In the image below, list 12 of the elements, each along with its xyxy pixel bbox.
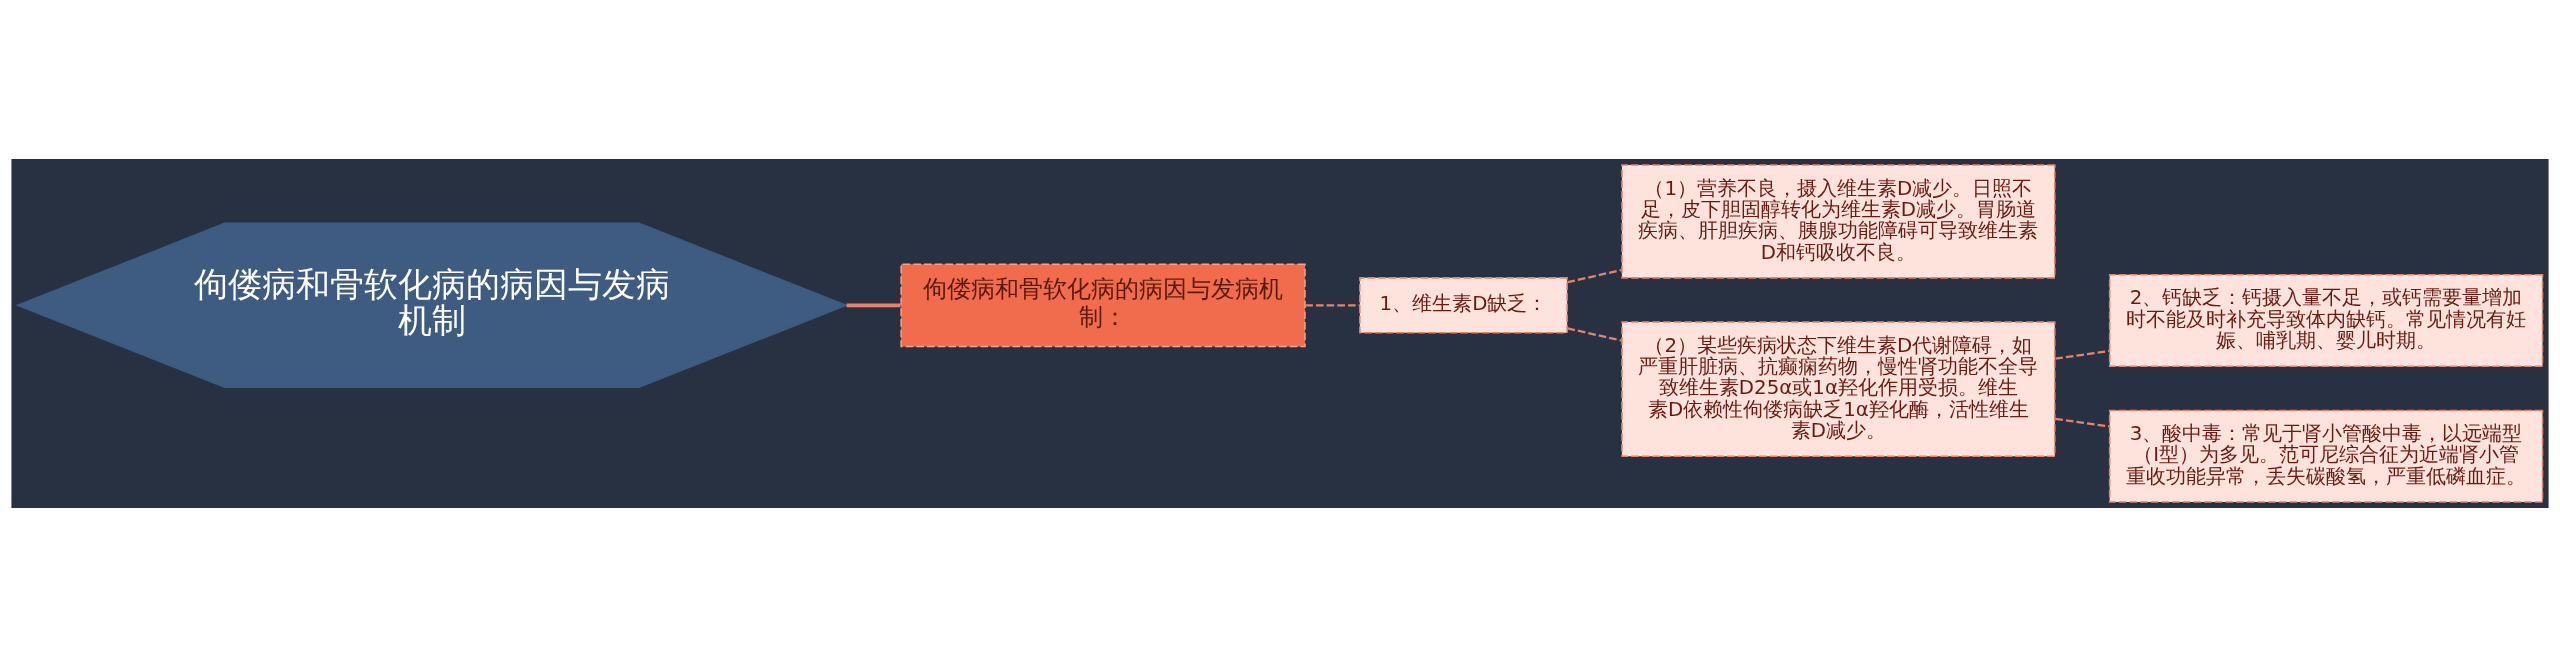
connector — [2055, 417, 2110, 428]
connector — [846, 302, 901, 307]
connector — [1305, 303, 1360, 306]
node-box: （1）营养不良，摄入维生素D减少。日照不足，皮下胆固醇转化为维生素D减少。胃肠道疾病、肝胆疾病、胰腺功能障碍可导致维生素D和钙吸收不良。 — [1621, 163, 2056, 279]
node-box: 1、维生素D缺乏： — [1359, 276, 1568, 333]
node-box: 2、钙缺乏：钙摄入量不足，或钙需要量增加时不能及时补充导致体内缺钙。常见情况有妊娠、哺乳期、婴儿时期。 — [2108, 273, 2544, 367]
node-box: （2）某些疾病状态下维生素D代谢障碍，如严重肝脏病、抗癫痫药物，慢性肾功能不全导致维生素D25α或1α羟化作用受损。维生素D依赖性佝偻病缺乏1α羟化酶，活性维生素D减少。 — [1621, 320, 2056, 457]
node-box: 3、酸中毒：常见于肾小管酸中毒，以远端型（Ⅰ型）为多见。范可尼综合征为近端肾小管重收功能异常，丢失碳酸氢，严重低磷血症。 — [2108, 409, 2544, 503]
connector — [1567, 268, 1622, 283]
node-box: 佝偻病和骨软化病的病因与发病机制： — [900, 262, 1306, 347]
connector — [1567, 326, 1622, 342]
connector — [2055, 349, 2110, 360]
